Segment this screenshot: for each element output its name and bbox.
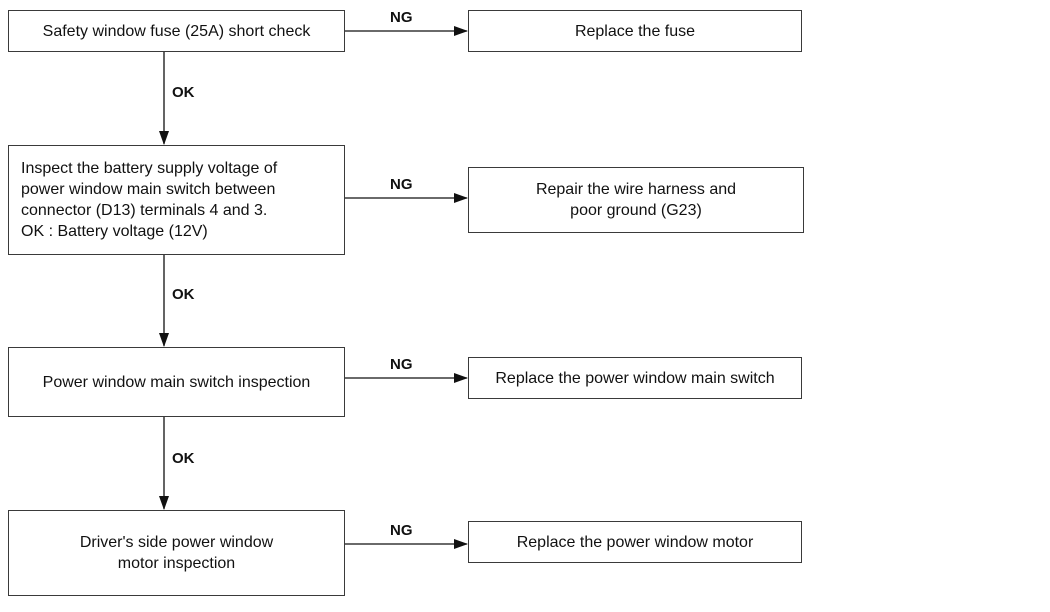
action-box-replace-fuse: Replace the fuse — [468, 10, 802, 52]
action-text-replace-fuse: Replace the fuse — [574, 22, 696, 40]
action-box-replace-motor: Replace the power window motor — [468, 521, 802, 563]
ng-label-1: NG — [390, 9, 413, 26]
ng-label-2: NG — [390, 176, 413, 193]
check-box-battery-voltage: Inspect the battery supply voltage of po… — [8, 145, 345, 255]
action-box-replace-main-switch: Replace the power window main switch — [468, 357, 802, 399]
check-text-battery-voltage: Inspect the battery supply voltage of po… — [21, 160, 278, 240]
check-box-main-switch: Power window main switch inspection — [8, 347, 345, 417]
check-box-fuse-short: Safety window fuse (25A) short check — [8, 10, 345, 52]
ok-label-3: OK — [172, 450, 195, 467]
check-text-main-switch: Power window main switch inspection — [42, 373, 311, 391]
action-text-replace-motor: Replace the power window motor — [516, 533, 754, 551]
check-text-motor: Driver's side power window motor inspect… — [79, 534, 274, 572]
check-box-motor: Driver's side power window motor inspect… — [8, 510, 345, 596]
action-text-replace-main-switch: Replace the power window main switch — [495, 369, 775, 387]
ng-label-4: NG — [390, 522, 413, 539]
ok-label-1: OK — [172, 84, 195, 101]
action-text-repair-harness: Repair the wire harness and poor ground … — [535, 181, 737, 219]
ok-label-2: OK — [172, 286, 195, 303]
ng-label-3: NG — [390, 356, 413, 373]
check-text-fuse-short: Safety window fuse (25A) short check — [42, 22, 311, 40]
action-box-repair-harness: Repair the wire harness and poor ground … — [468, 167, 804, 233]
